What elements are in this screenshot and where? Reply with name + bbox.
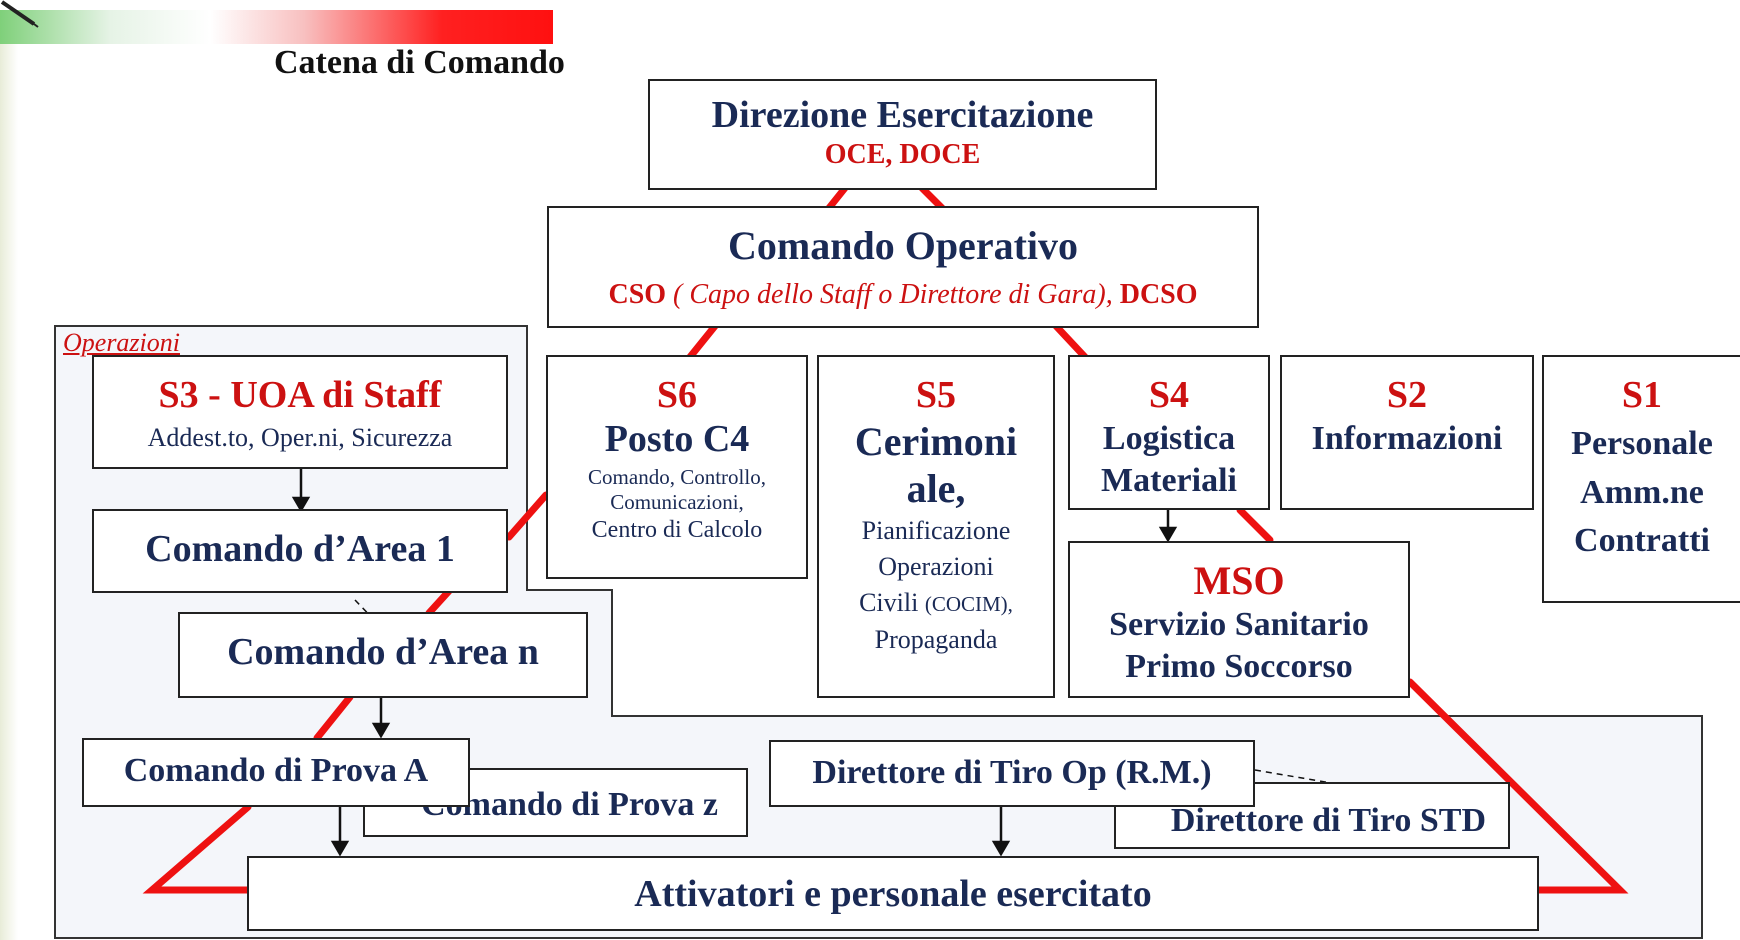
node-attivatori: Attivatori e personale esercitato bbox=[247, 856, 1539, 931]
link-area1-arean bbox=[425, 587, 453, 617]
s4-line1: Logistica bbox=[1102, 420, 1236, 457]
pen-icon bbox=[0, 0, 39, 28]
s6-line1: Comando, Controllo, bbox=[588, 465, 766, 489]
mso-line1: Servizio Sanitario bbox=[1109, 606, 1369, 643]
direzione-title: Direzione Esercitazione bbox=[711, 94, 1094, 136]
node-s2-informazioni: S2 Informazioni bbox=[1280, 355, 1534, 510]
area1-title: Comando d’Area 1 bbox=[145, 528, 455, 570]
link-comando-s6 bbox=[686, 322, 719, 361]
node-comando-area-1: Comando d’Area 1 bbox=[92, 509, 508, 593]
link-mso-base-right bbox=[1406, 678, 1629, 894]
attivatori-title: Attivatori e personale esercitato bbox=[634, 873, 1152, 915]
node-comando-prova-a: Comando di Prova A bbox=[82, 738, 470, 807]
s5-title2: ale, bbox=[906, 466, 966, 511]
s5-line3b: (COCIM), bbox=[924, 592, 1013, 616]
dash-tiro-op-std bbox=[1254, 769, 1373, 791]
diagram-title: Catena di Comando bbox=[274, 44, 565, 81]
node-s3-uoa-staff: S3 - UOA di Staff Addest.to, Oper.ni, Si… bbox=[92, 355, 508, 469]
node-s4-logistica: S4 Logistica Materiali bbox=[1068, 355, 1270, 510]
s6-line3: Centro di Calcolo bbox=[591, 517, 763, 543]
s3-title: S3 - UOA di Staff bbox=[158, 374, 442, 416]
s1-line2: Amm.ne bbox=[1580, 474, 1704, 511]
cso-description: ( Capo dello Staff o Direttore di Gara), bbox=[673, 279, 1113, 310]
s4-code: S4 bbox=[1148, 374, 1190, 416]
operations-label: Operazioni bbox=[63, 328, 180, 357]
s6-line2: Comunicazioni, bbox=[610, 490, 744, 514]
link-s6-area1 bbox=[505, 491, 550, 541]
link-arean-base-left bbox=[313, 693, 354, 742]
node-comando-area-n: Comando d’Area n bbox=[178, 612, 588, 698]
s3-sub: Addest.to, Oper.ni, Sicurezza bbox=[147, 423, 453, 452]
link-direzione-comando-right bbox=[918, 184, 946, 212]
node-mso-servizio-sanitario: MSO Servizio Sanitario Primo Soccorso bbox=[1068, 541, 1410, 698]
node-s6-posto-c4: S6 Posto C4 Comando, Controllo, Comunica… bbox=[546, 355, 808, 579]
s6-title: Posto C4 bbox=[604, 418, 750, 460]
prova-z-title: Comando di Prova z bbox=[421, 786, 718, 823]
s5-line3: Civili (COCIM), bbox=[819, 585, 1053, 622]
left-gradient-strip bbox=[0, 44, 18, 940]
dcso-label: DCSO bbox=[1119, 279, 1198, 310]
s5-title1: Cerimoni bbox=[854, 419, 1018, 464]
s5-line1: Pianificazione bbox=[861, 516, 1011, 545]
s1-line3: Contratti bbox=[1574, 522, 1710, 559]
comando-operativo-sub: CSO ( Capo dello Staff o Direttore di Ga… bbox=[549, 279, 1257, 311]
node-s5-cerimoniale: S5 Cerimoni ale, Pianificazione Operazio… bbox=[817, 355, 1055, 698]
s4-line2: Materiali bbox=[1101, 462, 1237, 499]
link-s4-mso bbox=[1236, 506, 1274, 544]
arean-title: Comando d’Area n bbox=[227, 631, 539, 673]
s5-line3a: Civili bbox=[859, 588, 919, 617]
s5-line4: Propaganda bbox=[874, 625, 998, 654]
tiro-std-title: Direttore di Tiro STD bbox=[1170, 802, 1486, 839]
s6-code: S6 bbox=[656, 374, 698, 416]
s2-line1: Informazioni bbox=[1311, 420, 1503, 457]
comando-operativo-title: Comando Operativo bbox=[728, 223, 1078, 268]
link-prova-base-left bbox=[142, 803, 252, 894]
mso-code: MSO bbox=[1193, 558, 1285, 603]
s2-code: S2 bbox=[1386, 374, 1428, 416]
node-s1-personale: S1 Personale Amm.ne Contratti bbox=[1542, 355, 1740, 603]
prova-a-title: Comando di Prova A bbox=[123, 752, 429, 789]
s5-code: S5 bbox=[915, 374, 957, 416]
mso-line2: Primo Soccorso bbox=[1125, 648, 1353, 685]
tiro-op-title: Direttore di Tiro Op (R.M.) bbox=[812, 754, 1212, 791]
header-gradient-bar bbox=[0, 10, 553, 44]
s1-line1: Personale bbox=[1571, 425, 1713, 462]
s1-code: S1 bbox=[1621, 374, 1663, 416]
node-direttore-tiro-op: Direttore di Tiro Op (R.M.) bbox=[769, 740, 1255, 807]
link-comando-s4 bbox=[1052, 322, 1089, 361]
node-direzione-esercitazione: Direzione Esercitazione OCE, DOCE bbox=[648, 79, 1157, 190]
node-comando-operativo: Comando Operativo CSO ( Capo dello Staff… bbox=[547, 206, 1259, 328]
cso-label: CSO bbox=[608, 279, 667, 310]
link-direzione-comando-left bbox=[825, 184, 849, 212]
s5-line2: Operazioni bbox=[878, 552, 994, 581]
direzione-sub: OCE, DOCE bbox=[824, 139, 981, 170]
